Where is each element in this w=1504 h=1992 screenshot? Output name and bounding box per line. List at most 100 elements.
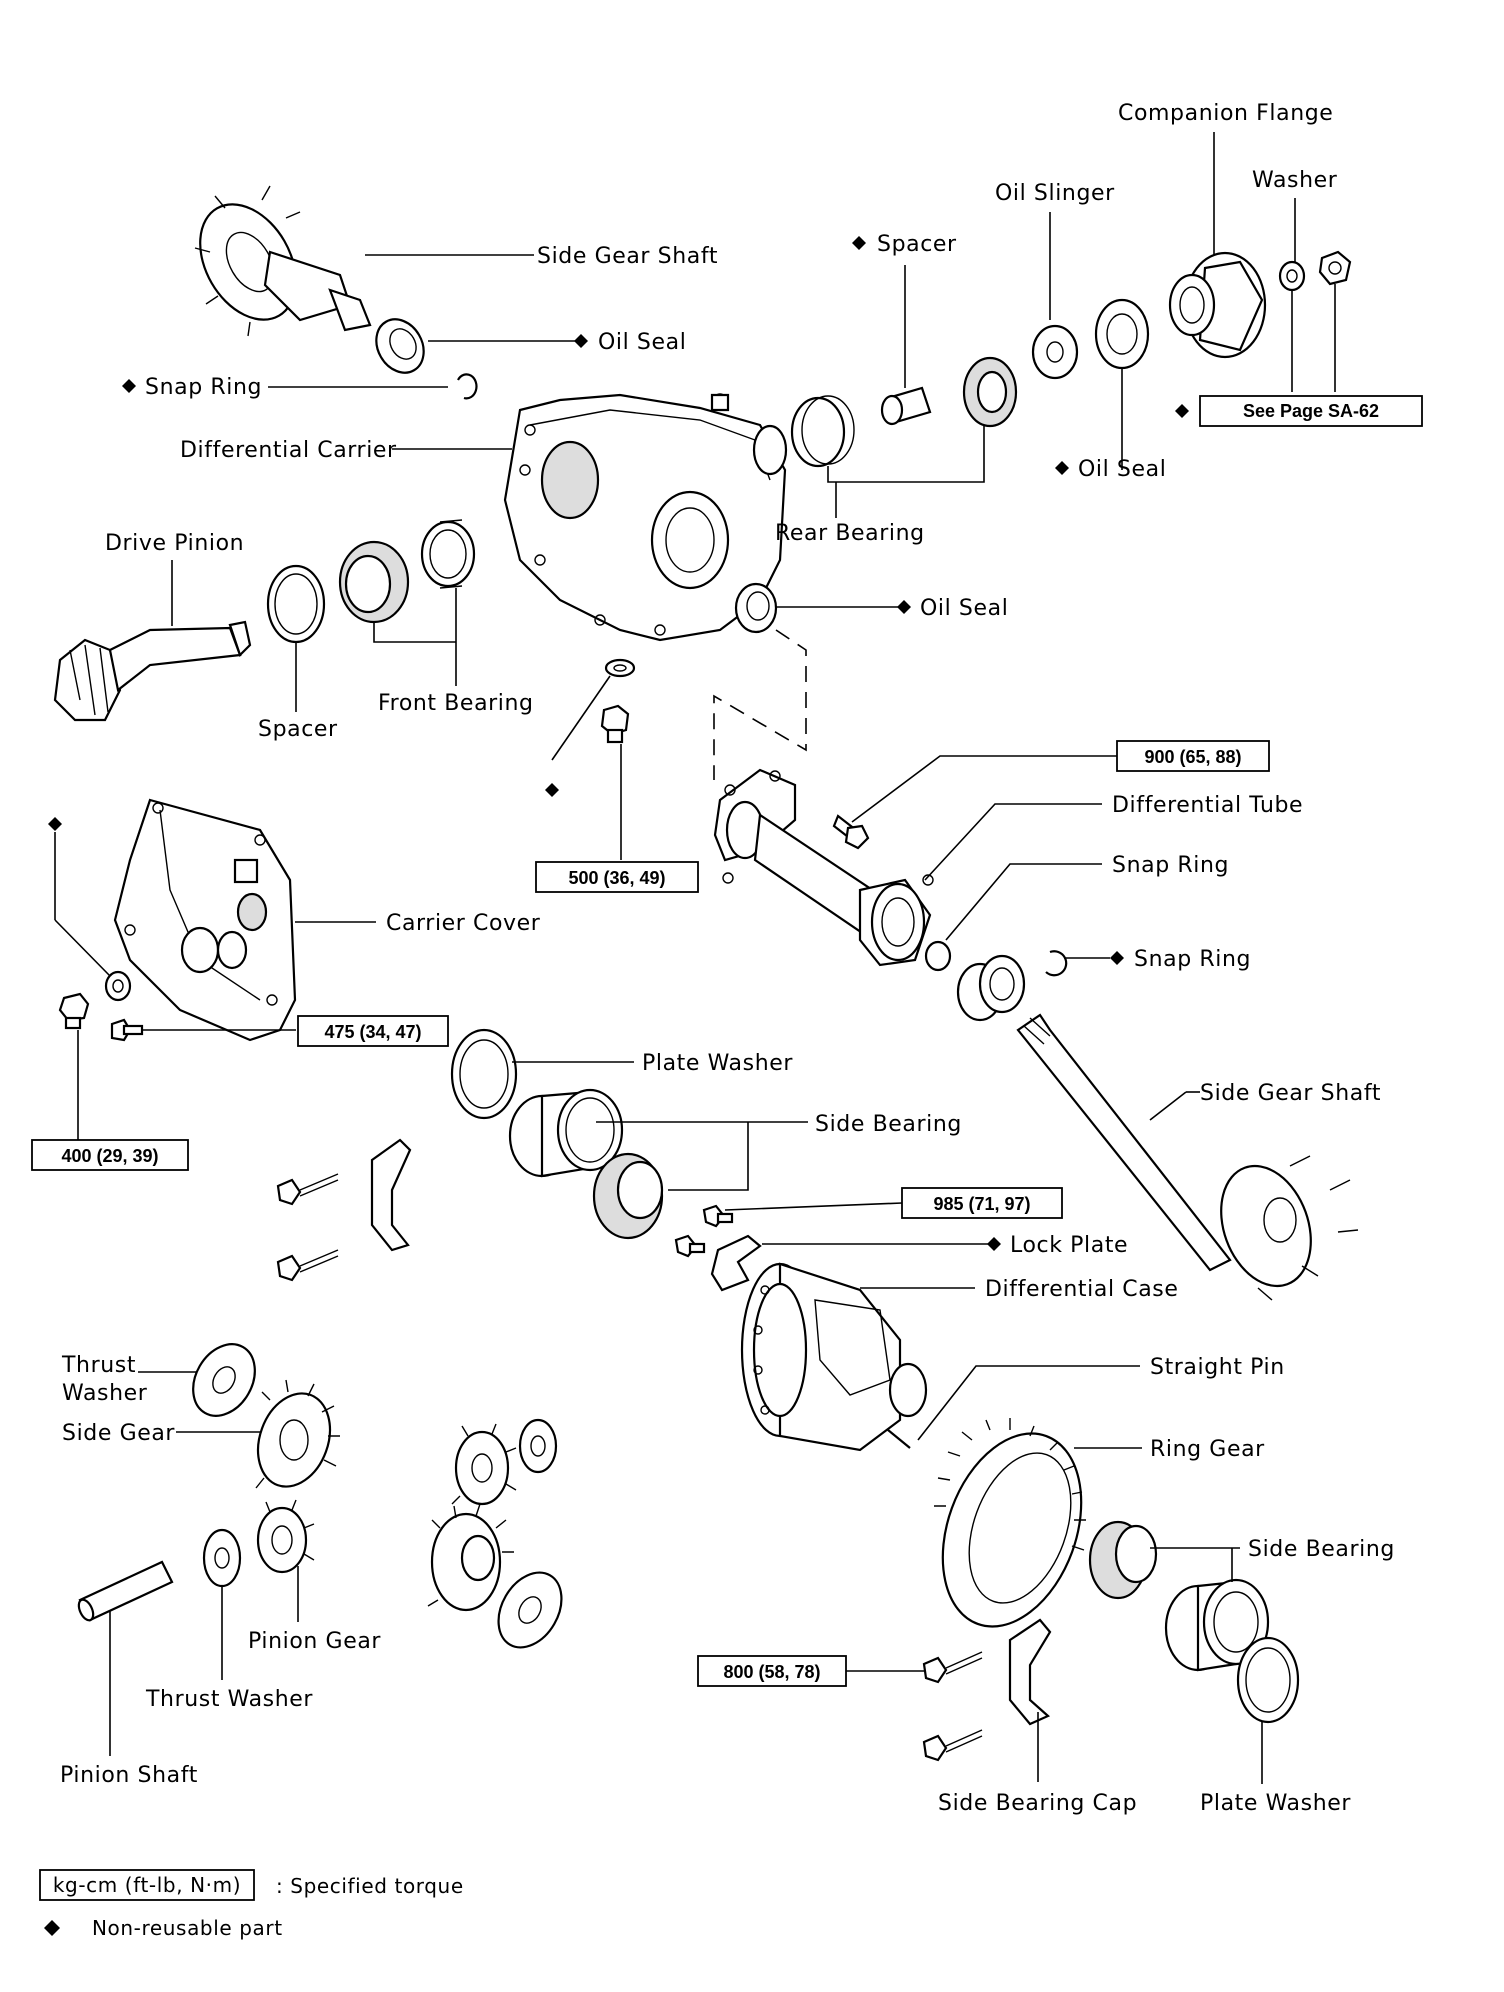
carrier-cover-part [113, 798, 297, 1042]
side-gear-shaft-right-part [1016, 1013, 1359, 1301]
rear-bearing-part [790, 356, 1018, 468]
cap-bolt-bottom-2 [922, 1729, 983, 1762]
label-differential-tube: Differential Tube [1112, 793, 1303, 818]
differential-carrier-part [503, 393, 788, 642]
side-gear-shaft-flange-part [194, 185, 372, 337]
torque-800: 800 (58, 78) [723, 1662, 820, 1682]
label-see-page: See Page SA-62 [1243, 401, 1379, 421]
torque-900: 900 (65, 88) [1144, 747, 1241, 767]
label-side-gear-shaft-right: Side Gear Shaft [1200, 1081, 1381, 1106]
plate-washer-top-part [450, 1028, 518, 1120]
label-pinion-gear: Pinion Gear [248, 1629, 381, 1654]
label-straight-pin: Straight Pin [1150, 1355, 1285, 1380]
label-washer: Washer [1252, 168, 1338, 193]
label-snap-ring-top: Snap Ring [145, 375, 262, 400]
cap-bolt-bottom-1 [922, 1651, 983, 1684]
label-spacer-rear: Spacer [877, 232, 957, 257]
side-gear-part [255, 1379, 340, 1489]
label-oil-slinger: Oil Slinger [995, 181, 1115, 206]
label-drive-pinion: Drive Pinion [105, 531, 244, 556]
label-oil-seal-tube: Oil Seal [920, 596, 1008, 621]
straight-pin-part [887, 1429, 911, 1449]
lock-plate-bolt-2 [674, 1234, 706, 1258]
differential-case-part [740, 1262, 928, 1452]
label-side-bearing-cap: Side Bearing Cap [938, 1791, 1137, 1816]
torque-box-985 [901, 1187, 1063, 1219]
torque-box-900 [1116, 740, 1270, 772]
pinion-shaft-part [77, 1560, 174, 1622]
cover-plug-part [58, 992, 90, 1030]
torque-box-475 [297, 1015, 449, 1047]
label-side-bearing-top: Side Bearing [815, 1112, 962, 1137]
label-companion-flange: Companion Flange [1118, 101, 1333, 126]
label-snap-ring-tube: Snap Ring [1112, 853, 1229, 878]
axle-bearing-part [956, 954, 1026, 1022]
drain-plug-part [600, 704, 630, 736]
side-bearing-cap-top-part [370, 1138, 412, 1252]
legend-nonreusable-desc: Non-reusable part [92, 1916, 283, 1940]
plate-washer-bottom-part [1236, 1636, 1300, 1724]
legend-torque-desc: : Specified torque [276, 1874, 464, 1898]
label-oil-seal-top: Oil Seal [598, 330, 686, 355]
label-pinion-shaft: Pinion Shaft [60, 1763, 198, 1788]
side-bearing-bottom-part [1088, 1520, 1270, 1672]
legend-torque-box [39, 1869, 255, 1901]
label-snap-ring-shaft: Snap Ring [1134, 947, 1251, 972]
companion-flange-part [1168, 251, 1267, 359]
thrust-washer-center-part [518, 1418, 558, 1474]
cap-bolt-top-1 [276, 1173, 339, 1206]
flange-nut-part [1318, 250, 1352, 286]
see-page-box [1199, 395, 1423, 427]
cap-bolt-top-2 [276, 1249, 339, 1282]
torque-box-500 [535, 861, 699, 893]
snap-ring-top-part [457, 373, 478, 400]
oil-seal-tube-part [734, 582, 778, 634]
thrust-washer-center-bottom-part [497, 1571, 563, 1649]
differential-tube-part [713, 768, 934, 967]
thrust-washer-bottom-part [202, 1528, 242, 1588]
snap-ring-tube-part [924, 940, 952, 972]
legend-torque-key: kg-cm (ft-lb, N·m) [53, 1873, 241, 1897]
torque-475: 475 (34, 47) [324, 1022, 421, 1042]
front-bearing-part [338, 519, 476, 624]
pinion-gear-center-top-part [451, 1423, 517, 1506]
label-lock-plate: Lock Plate [1010, 1233, 1128, 1258]
torque-500: 500 (36, 49) [568, 868, 665, 888]
side-bearing-top-part [508, 1088, 664, 1240]
oil-seal-flange-part [1094, 298, 1150, 370]
gasket-part [604, 658, 636, 678]
label-differential-carrier: Differential Carrier [180, 438, 397, 463]
label-thrust-washer-bottom: Thrust Washer [145, 1687, 313, 1712]
oil-seal-top-part [375, 318, 425, 374]
label-side-gear: Side Gear [62, 1421, 175, 1446]
lock-plate-part [710, 1234, 762, 1292]
torque-985: 985 (71, 97) [933, 1194, 1030, 1214]
label-rear-bearing: Rear Bearing [775, 521, 925, 546]
label-plate-washer-bottom: Plate Washer [1200, 1791, 1351, 1816]
label-carrier-cover: Carrier Cover [386, 911, 541, 936]
spacer-front-part [266, 564, 326, 644]
lock-plate-bolt-1 [702, 1204, 734, 1228]
spacer-rear-part [880, 386, 932, 426]
label-differential-case: Differential Case [985, 1277, 1178, 1302]
torque-400: 400 (29, 39) [61, 1146, 158, 1166]
ring-gear-part [934, 1418, 1086, 1628]
label-side-bearing-bottom: Side Bearing [1248, 1537, 1395, 1562]
label-thrust-washer-top-1: Thrust [61, 1353, 136, 1378]
tube-bolt-part [832, 814, 870, 850]
side-gear-center-part [427, 1503, 514, 1612]
label-front-bearing: Front Bearing [378, 691, 534, 716]
label-oil-seal-flange: Oil Seal [1078, 457, 1166, 482]
washer-part [1278, 260, 1306, 292]
snap-ring-shaft-part [1045, 950, 1068, 977]
cover-gasket-part [104, 970, 132, 1002]
torque-box-400 [31, 1139, 189, 1171]
thrust-washer-top-part [192, 1343, 256, 1417]
pinion-gear-left-part [256, 1499, 315, 1574]
drive-pinion-part [53, 620, 252, 722]
cover-bolt-part [110, 1018, 144, 1042]
label-thrust-washer-top-2: Washer [62, 1381, 148, 1406]
label-plate-washer-top: Plate Washer [642, 1051, 793, 1076]
